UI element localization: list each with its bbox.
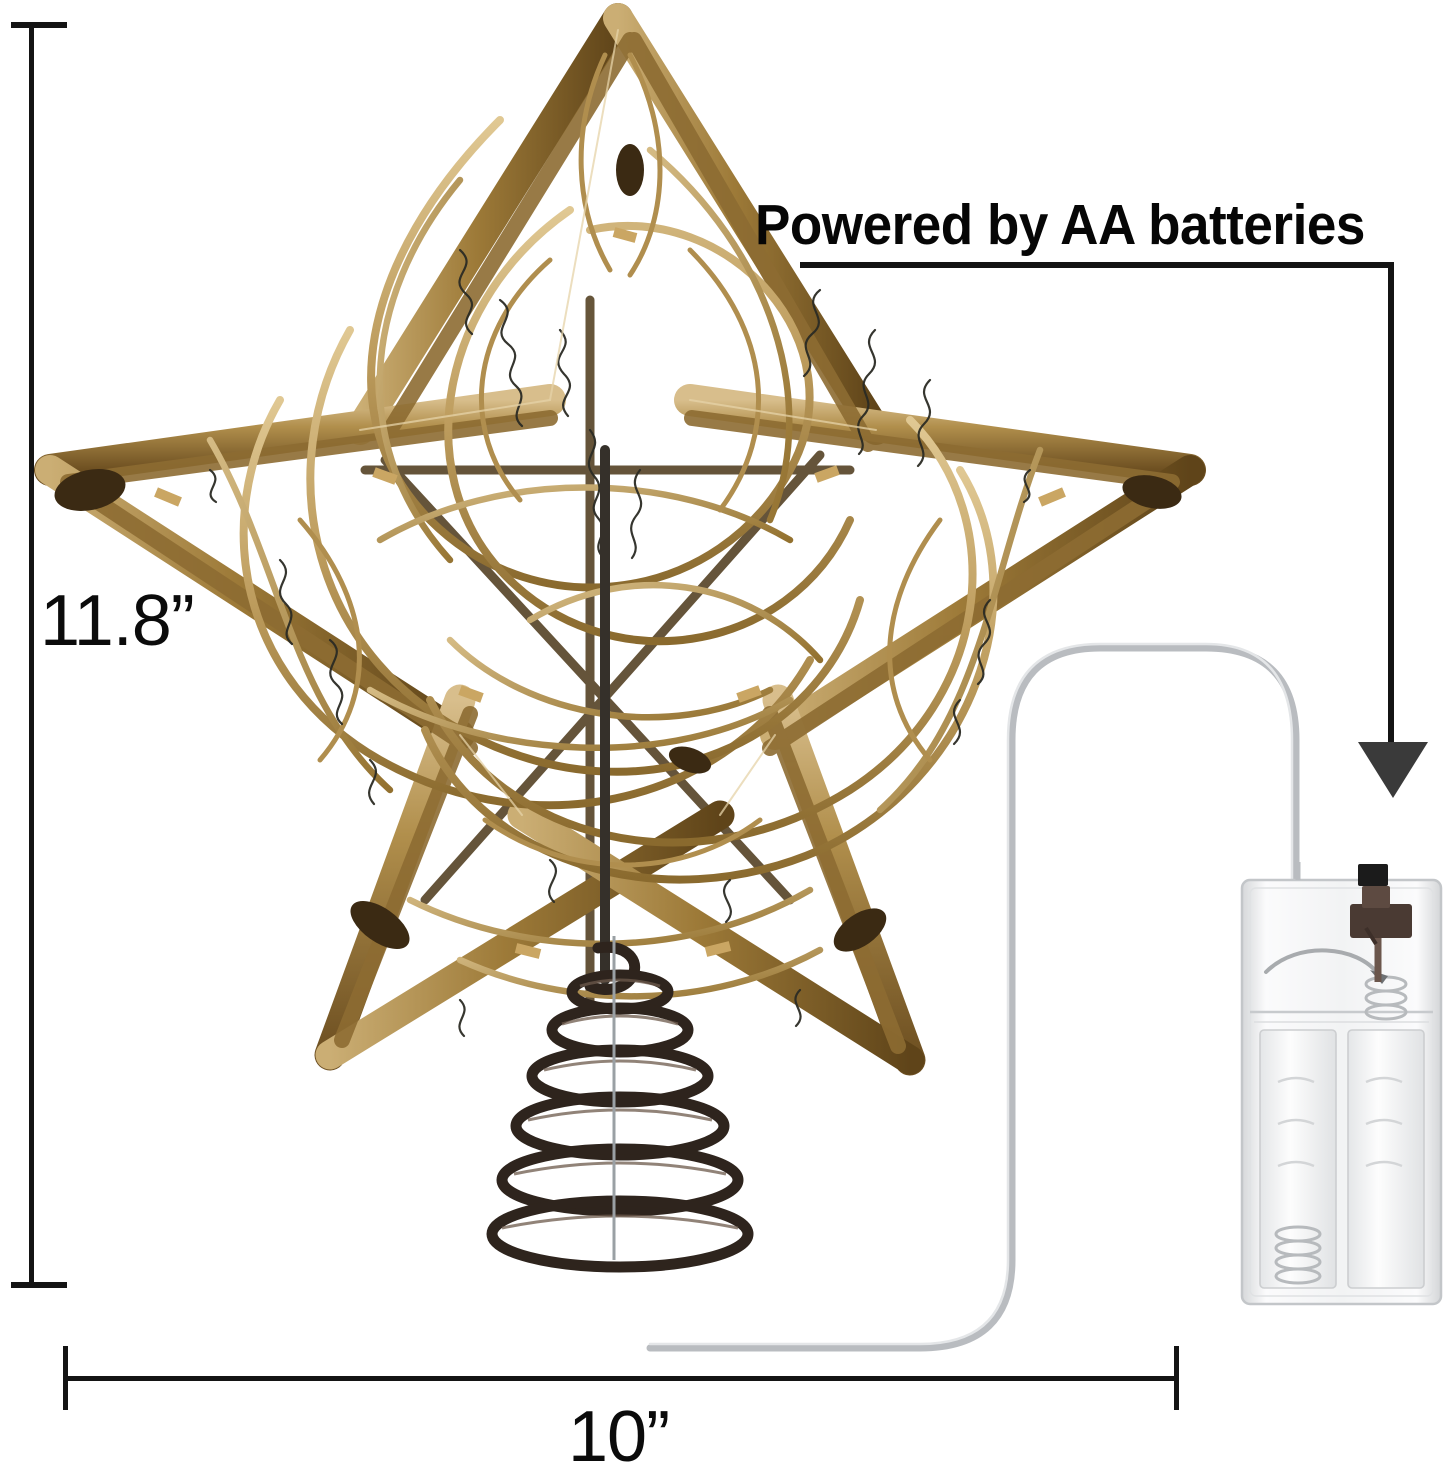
coil-spring-base [486,936,754,1273]
aa-battery-pack [1240,862,1443,1306]
width-dimension-label: 10” [568,1397,670,1477]
height-dimension-cap-bottom [11,1282,67,1288]
callout-arrow-icon [1358,742,1428,798]
width-dimension-cap-left [63,1346,68,1410]
height-dimension-line [29,22,34,1288]
power-switch [1350,864,1412,982]
battery-callout-label: Powered by AA batteries [755,193,1365,257]
width-dimension-cap-right [1174,1346,1179,1410]
rattan-star [34,3,1206,1076]
callout-leader-line [1388,262,1394,747]
width-dimension-line [65,1376,1179,1381]
lead-wire-loop [646,642,1300,1352]
height-dimension-cap-top [11,22,67,28]
height-dimension-label: 11.8” [40,581,195,661]
callout-underline [800,262,1394,268]
